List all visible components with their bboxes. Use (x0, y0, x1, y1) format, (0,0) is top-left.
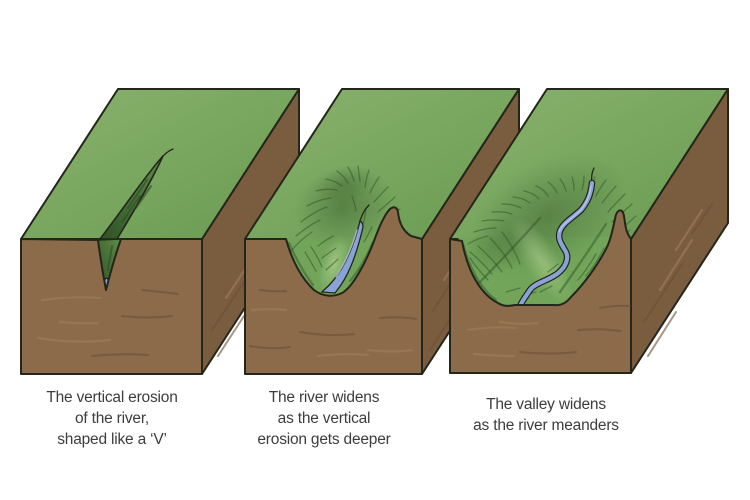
stage-2-front-texture (249, 289, 417, 358)
stage-2-block (244, 88, 520, 375)
stage-3-front-texture (466, 304, 631, 358)
stage-1-crevice-texture (121, 179, 152, 223)
stage-3-floor-highlight (509, 215, 573, 305)
stage-1-crevice (99, 155, 164, 240)
stage-3-side-texture (643, 203, 713, 357)
stage-3-block (449, 88, 729, 374)
stage-1-front-texture (36, 289, 179, 357)
stage-1-v-notch-texture (107, 245, 113, 271)
stage-2-river-highlight (335, 229, 358, 278)
stage-2-river-source-line (359, 204, 370, 222)
stage-1-caption: The vertical erosion of the river, shape… (46, 389, 178, 448)
stage-3-river-highlight (558, 185, 592, 233)
stage-1-crevice-tip-line (162, 148, 174, 157)
stage-3-front-face (449, 209, 632, 374)
stage-2-caption: The river widens as the vertical erosion… (257, 389, 391, 448)
stage-3-caption: The valley widens as the river meanders (473, 396, 619, 434)
stage-2-front-face (244, 206, 423, 375)
stage-1-block (20, 88, 300, 375)
